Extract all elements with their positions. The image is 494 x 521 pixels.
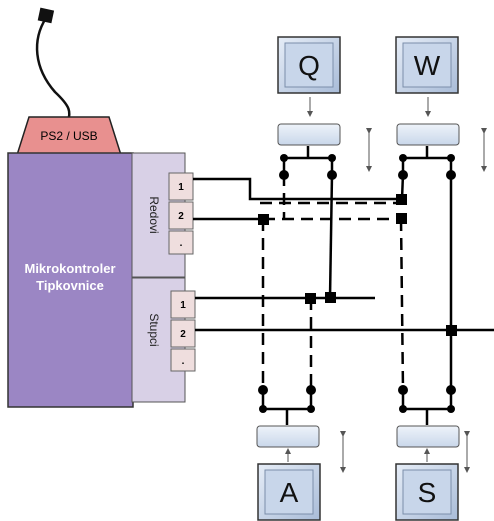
columns-port-group: Stupci 1 2 . [131, 277, 196, 403]
usb-cable [35, 7, 71, 123]
switch-actuator-bars [256, 123, 460, 448]
key-w-label: W [414, 50, 441, 81]
cols-pin-1: 1 [180, 300, 186, 311]
rows-pin-3: . [180, 238, 183, 249]
matrix-wiring [193, 146, 494, 425]
rows-pin-2: 2 [178, 211, 184, 222]
key-w: W [395, 36, 459, 94]
matrix-dashed-wiring [260, 174, 405, 391]
rows-pin-1: 1 [178, 182, 184, 193]
rows-group-label: Redovi [147, 196, 161, 233]
ps2-usb-connector: PS2 / USB [15, 116, 123, 156]
controller-name-line1: Mikrokontroler [24, 261, 115, 276]
key-s-label: S [418, 477, 437, 508]
switch-contacts [258, 154, 456, 413]
key-s: S [395, 463, 459, 521]
cols-pin-2: 2 [180, 329, 186, 340]
microcontroller-block: Mikrokontroler Tipkovnice [7, 152, 134, 408]
press-arrows [285, 97, 487, 473]
controller-name-line2: Tipkovnice [36, 278, 104, 293]
connector-label: PS2 / USB [40, 129, 97, 143]
junction-nodes [258, 194, 457, 336]
key-a: A [257, 463, 321, 521]
rows-port-group: Redovi 1 2 . [131, 152, 194, 278]
cols-pin-3: . [182, 356, 185, 367]
key-q-label: Q [298, 50, 320, 81]
key-a-label: A [280, 477, 299, 508]
key-q: Q [277, 36, 341, 94]
cols-group-label: Stupci [147, 313, 161, 346]
